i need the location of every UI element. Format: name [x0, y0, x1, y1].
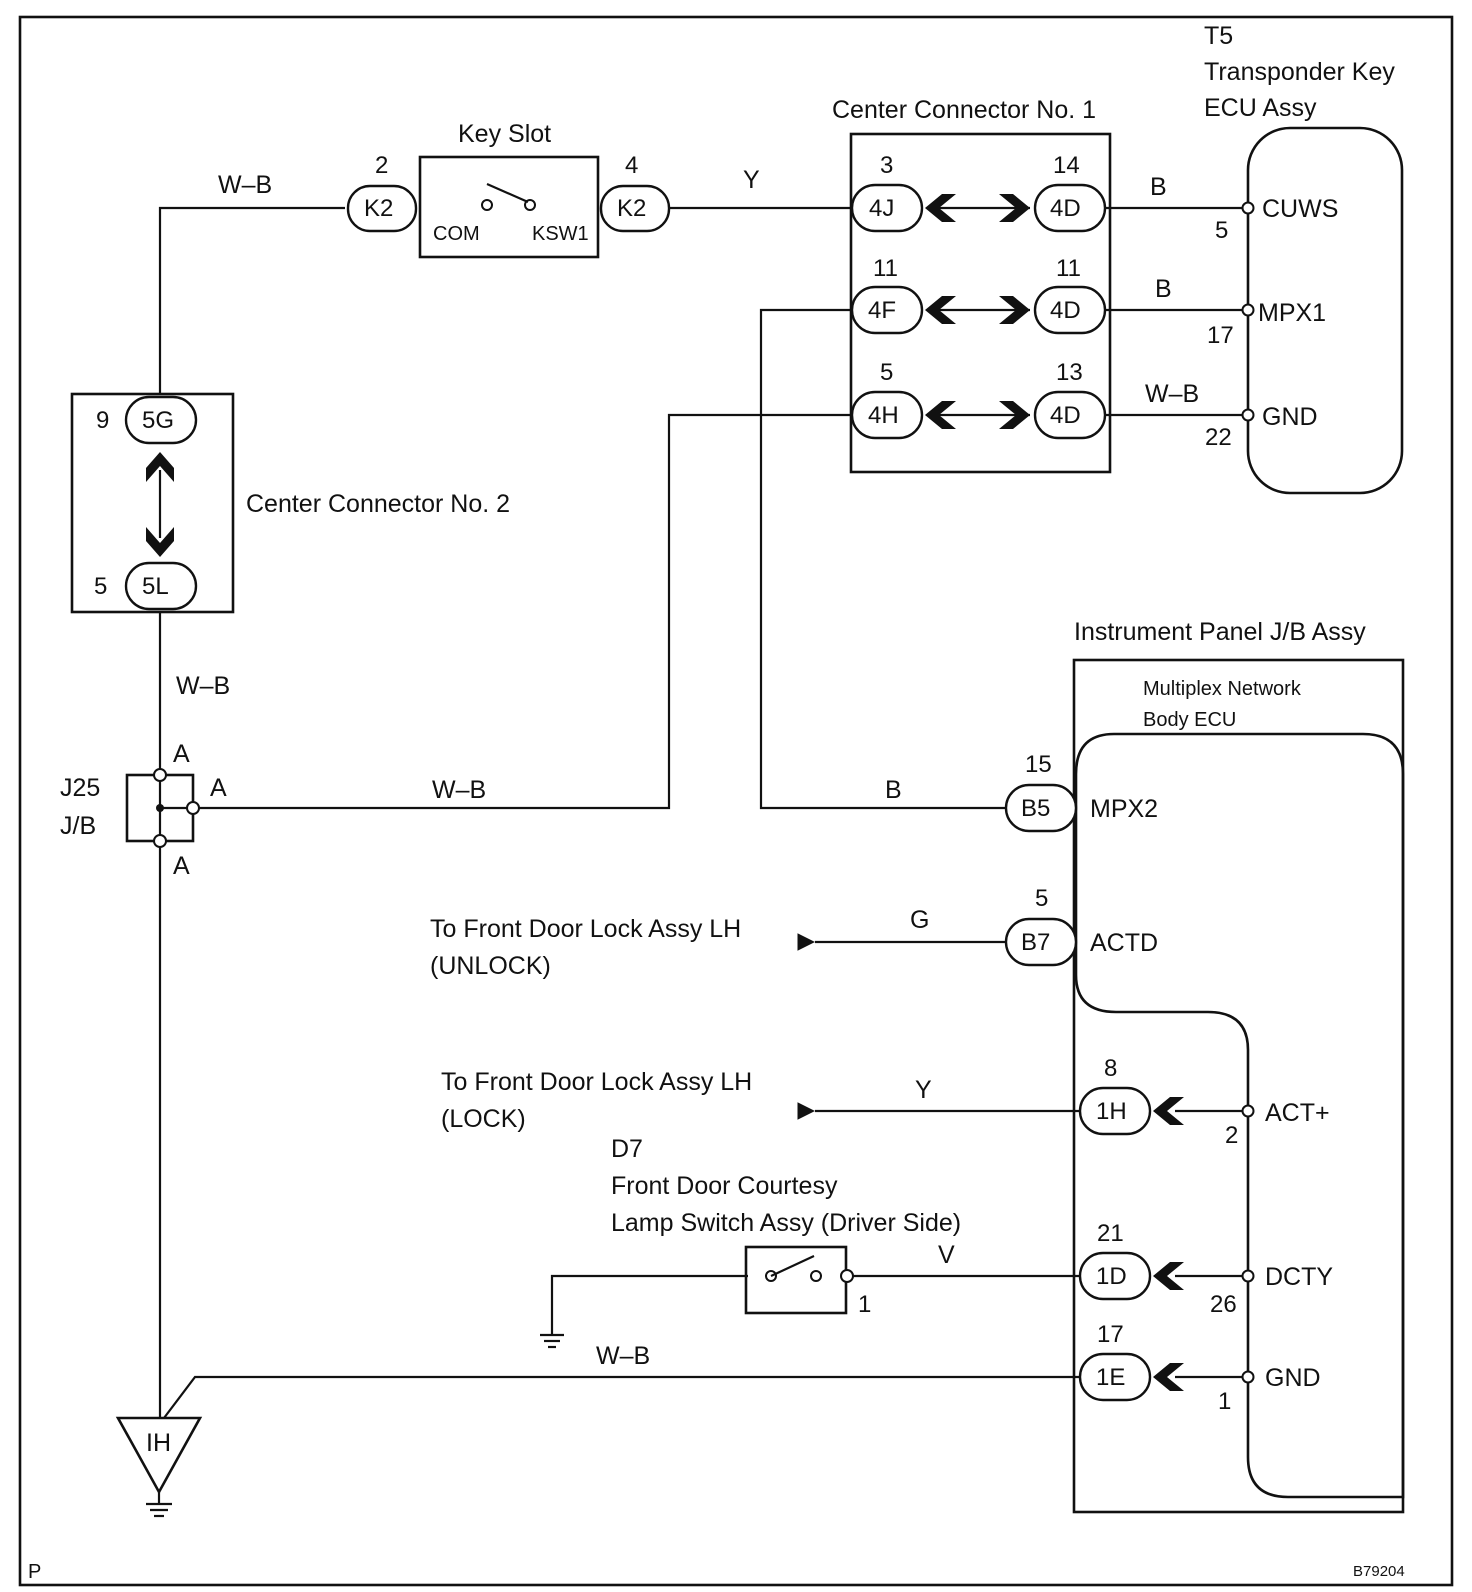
ipjb-b5-pin: 15 — [1025, 751, 1052, 778]
ipjb-1h-pin: 8 — [1104, 1055, 1117, 1082]
ipjb-b7: B7 — [1021, 929, 1050, 956]
wire-label-cc2-jb: W–B — [176, 672, 230, 700]
cc2-title: Center Connector No. 2 — [246, 490, 510, 518]
ipjb-b7-pin: 5 — [1035, 885, 1048, 912]
cc1-row1-right: 4D — [1050, 195, 1081, 222]
ipjb-dcty-inner-pin: 26 — [1210, 1291, 1237, 1318]
door-switch-name-1: Front Door Courtesy — [611, 1172, 838, 1200]
ipjb-actd: ACTD — [1090, 929, 1158, 957]
wire-label-dcty: V — [938, 1241, 955, 1269]
ipjb-gnd: GND — [1265, 1364, 1321, 1392]
destinations: To Front Door Lock Assy LH (UNLOCK) To F… — [430, 915, 752, 1133]
jb-pin-top: A — [173, 740, 190, 768]
ecu-t5-code: T5 — [1204, 22, 1233, 50]
cc1-row1-left: 4J — [869, 195, 894, 222]
ecu-t5-gnd-pin: 22 — [1205, 424, 1232, 451]
center-connector-2: Center Connector No. 2 5G 9 5L 5 — [70, 392, 510, 614]
ground-ih-label: IH — [146, 1429, 171, 1457]
wire-label-jb-cc1: W–B — [432, 776, 486, 804]
cc1-row2-right: 4D — [1050, 297, 1081, 324]
key-slot-connector-left — [346, 184, 418, 233]
key-slot-com-label: COM — [433, 223, 480, 245]
key-slot-pin-right: 4 — [625, 152, 638, 179]
ecu-t5-mpx1-pin: 17 — [1207, 322, 1234, 349]
door-switch-name-2: Lamp Switch Assy (Driver Side) — [611, 1209, 961, 1237]
instrument-panel-jb: Instrument Panel J/B Assy Multiplex Netw… — [1004, 618, 1405, 1514]
ipjb-title: Instrument Panel J/B Assy — [1074, 618, 1366, 646]
wire-label-gnd-keyslot: W–B — [218, 171, 272, 199]
corner-code-left: P — [28, 1561, 41, 1583]
door-switch-pin: 1 — [858, 1291, 871, 1318]
dest-unlock-line2: (UNLOCK) — [430, 952, 551, 980]
center-connector-1: Center Connector No. 1 4J 3 4D 14 4F 11 … — [832, 96, 1112, 474]
cc1-row2-right-pin: 11 — [1056, 255, 1081, 282]
dest-lock-line2: (LOCK) — [441, 1105, 526, 1133]
jb-pin-right: A — [210, 774, 227, 802]
wire-label-mpx2: B — [885, 776, 902, 804]
jb-code: J25 — [60, 774, 100, 802]
cc2-bottom-pin: 5 — [94, 573, 107, 600]
wire-label-gnd-ecu: W–B — [1145, 380, 1199, 408]
dest-unlock-line1: To Front Door Lock Assy LH — [430, 915, 741, 943]
cc1-row1-left-pin: 3 — [880, 152, 893, 179]
cc2-top: 5G — [142, 407, 174, 434]
ecu-t5-cuws: CUWS — [1262, 195, 1338, 223]
ecu-t5-name-1: Transponder Key — [1204, 58, 1395, 86]
diagram-frame — [18, 15, 1454, 1587]
jb-j25: J25 J/B A A A — [60, 740, 227, 880]
cc1-row2-left-pin: 11 — [873, 255, 898, 282]
jb-pin-bottom: A — [173, 852, 190, 880]
cc1-row3-right-pin: 13 — [1056, 359, 1083, 386]
ecu-t5-gnd: GND — [1262, 403, 1318, 431]
key-slot-connector-right-label: K2 — [617, 195, 646, 222]
cc1-row3-right: 4D — [1050, 402, 1081, 429]
key-slot-connector-right — [599, 184, 671, 233]
jb-name: J/B — [60, 812, 96, 840]
key-slot-pin-left: 2 — [375, 152, 388, 179]
wire-label-act-plus: Y — [915, 1076, 932, 1104]
wire-label-gnd-ipjb: W–B — [596, 1342, 650, 1370]
cc1-row3-left-pin: 5 — [880, 359, 893, 386]
door-switch-code: D7 — [611, 1135, 643, 1163]
ipjb-mpx2: MPX2 — [1090, 795, 1158, 823]
cc1-title: Center Connector No. 1 — [832, 96, 1096, 124]
door-courtesy-switch: D7 Front Door Courtesy Lamp Switch Assy … — [540, 1135, 961, 1349]
ipjb-act-plus: ACT+ — [1265, 1099, 1330, 1127]
cc1-row3-left: 4H — [868, 402, 899, 429]
ecu-t5-name-2: ECU Assy — [1204, 94, 1317, 122]
ipjb-1e-pin: 17 — [1097, 1321, 1124, 1348]
key-slot: Key Slot COM KSW1 K2 2 K2 4 — [346, 120, 671, 259]
ipjb-b5: B5 — [1021, 795, 1050, 822]
ipjb-1e: 1E — [1096, 1364, 1125, 1391]
ipjb-1d-pin: 21 — [1097, 1220, 1124, 1247]
cc1-row2-left: 4F — [868, 297, 896, 324]
ground-ih: IH — [115, 1416, 203, 1518]
wire-label-actd: G — [910, 906, 929, 934]
wire-color-labels: W–B Y B B W–B W–B W–B B G Y V W–B — [176, 166, 1199, 1370]
cc1-row1-right-pin: 14 — [1053, 152, 1080, 179]
key-slot-connector-left-label: K2 — [364, 195, 393, 222]
wires — [158, 206, 1248, 1419]
cc2-top-pin: 9 — [96, 407, 109, 434]
ipjb-1d: 1D — [1096, 1263, 1127, 1290]
dest-lock-line1: To Front Door Lock Assy LH — [441, 1068, 752, 1096]
ipjb-ecu-line2: Body ECU — [1143, 709, 1236, 731]
wire-label-mpx1: B — [1155, 275, 1172, 303]
ecu-t5-mpx1: MPX1 — [1258, 299, 1326, 327]
wire-label-cuws: B — [1150, 173, 1167, 201]
ipjb-1h: 1H — [1096, 1098, 1127, 1125]
ipjb-act-plus-inner-pin: 2 — [1225, 1122, 1238, 1149]
key-slot-ksw-label: KSW1 — [532, 223, 589, 245]
ipjb-gnd-inner-pin: 1 — [1218, 1388, 1231, 1415]
figure-code: B79204 — [1353, 1563, 1405, 1580]
wire-label-keyslot-cc1: Y — [743, 166, 760, 194]
ipjb-dcty: DCTY — [1265, 1263, 1333, 1291]
cc2-bottom: 5L — [142, 573, 169, 600]
key-slot-title: Key Slot — [458, 120, 551, 148]
ecu-t5-cuws-pin: 5 — [1215, 217, 1228, 244]
ipjb-ecu-line1: Multiplex Network — [1143, 678, 1302, 700]
transponder-key-ecu: T5 Transponder Key ECU Assy CUWS 5 MPX1 … — [1204, 22, 1404, 495]
